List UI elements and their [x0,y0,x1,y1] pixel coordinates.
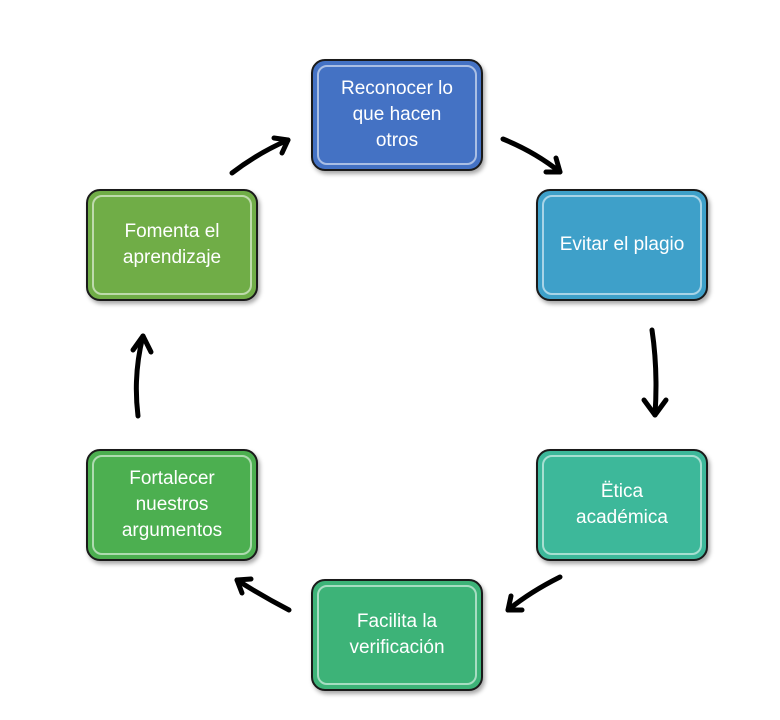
node-fortalecer-argumentos-label: Fortalecer nuestros argumentos [121,467,223,542]
node-facilita-verificacion-label: Facilita la verificación [349,610,445,658]
node-evitar-plagio-label: Evitar el plagio [559,233,685,255]
arrow-facilita-to-fortalecer [234,576,292,613]
node-fomenta-aprendizaje: Fomenta el aprendizaje [86,189,258,301]
node-reconocer: Reconocer lo que hacen otros [311,59,483,171]
node-fortalecer-argumentos: Fortalecer nuestros argumentos [86,449,258,561]
arrow-fortalecer-to-fomenta [130,333,154,419]
arrow-fomenta-to-reconocer [229,135,291,176]
node-etica-academica: Ëtica académica [536,449,708,561]
node-etica-academica-label: Ëtica académica [576,480,668,528]
arrow-evitar-to-etica [641,327,669,418]
arrow-reconocer-to-evitar [500,136,563,175]
node-fomenta-aprendizaje-label: Fomenta el aprendizaje [122,220,222,268]
node-facilita-verificacion: Facilita la verificación [311,579,483,691]
node-evitar-plagio: Evitar el plagio [536,189,708,301]
node-reconocer-label: Reconocer lo que hacen otros [341,77,453,152]
arrow-etica-to-facilita [505,574,563,613]
